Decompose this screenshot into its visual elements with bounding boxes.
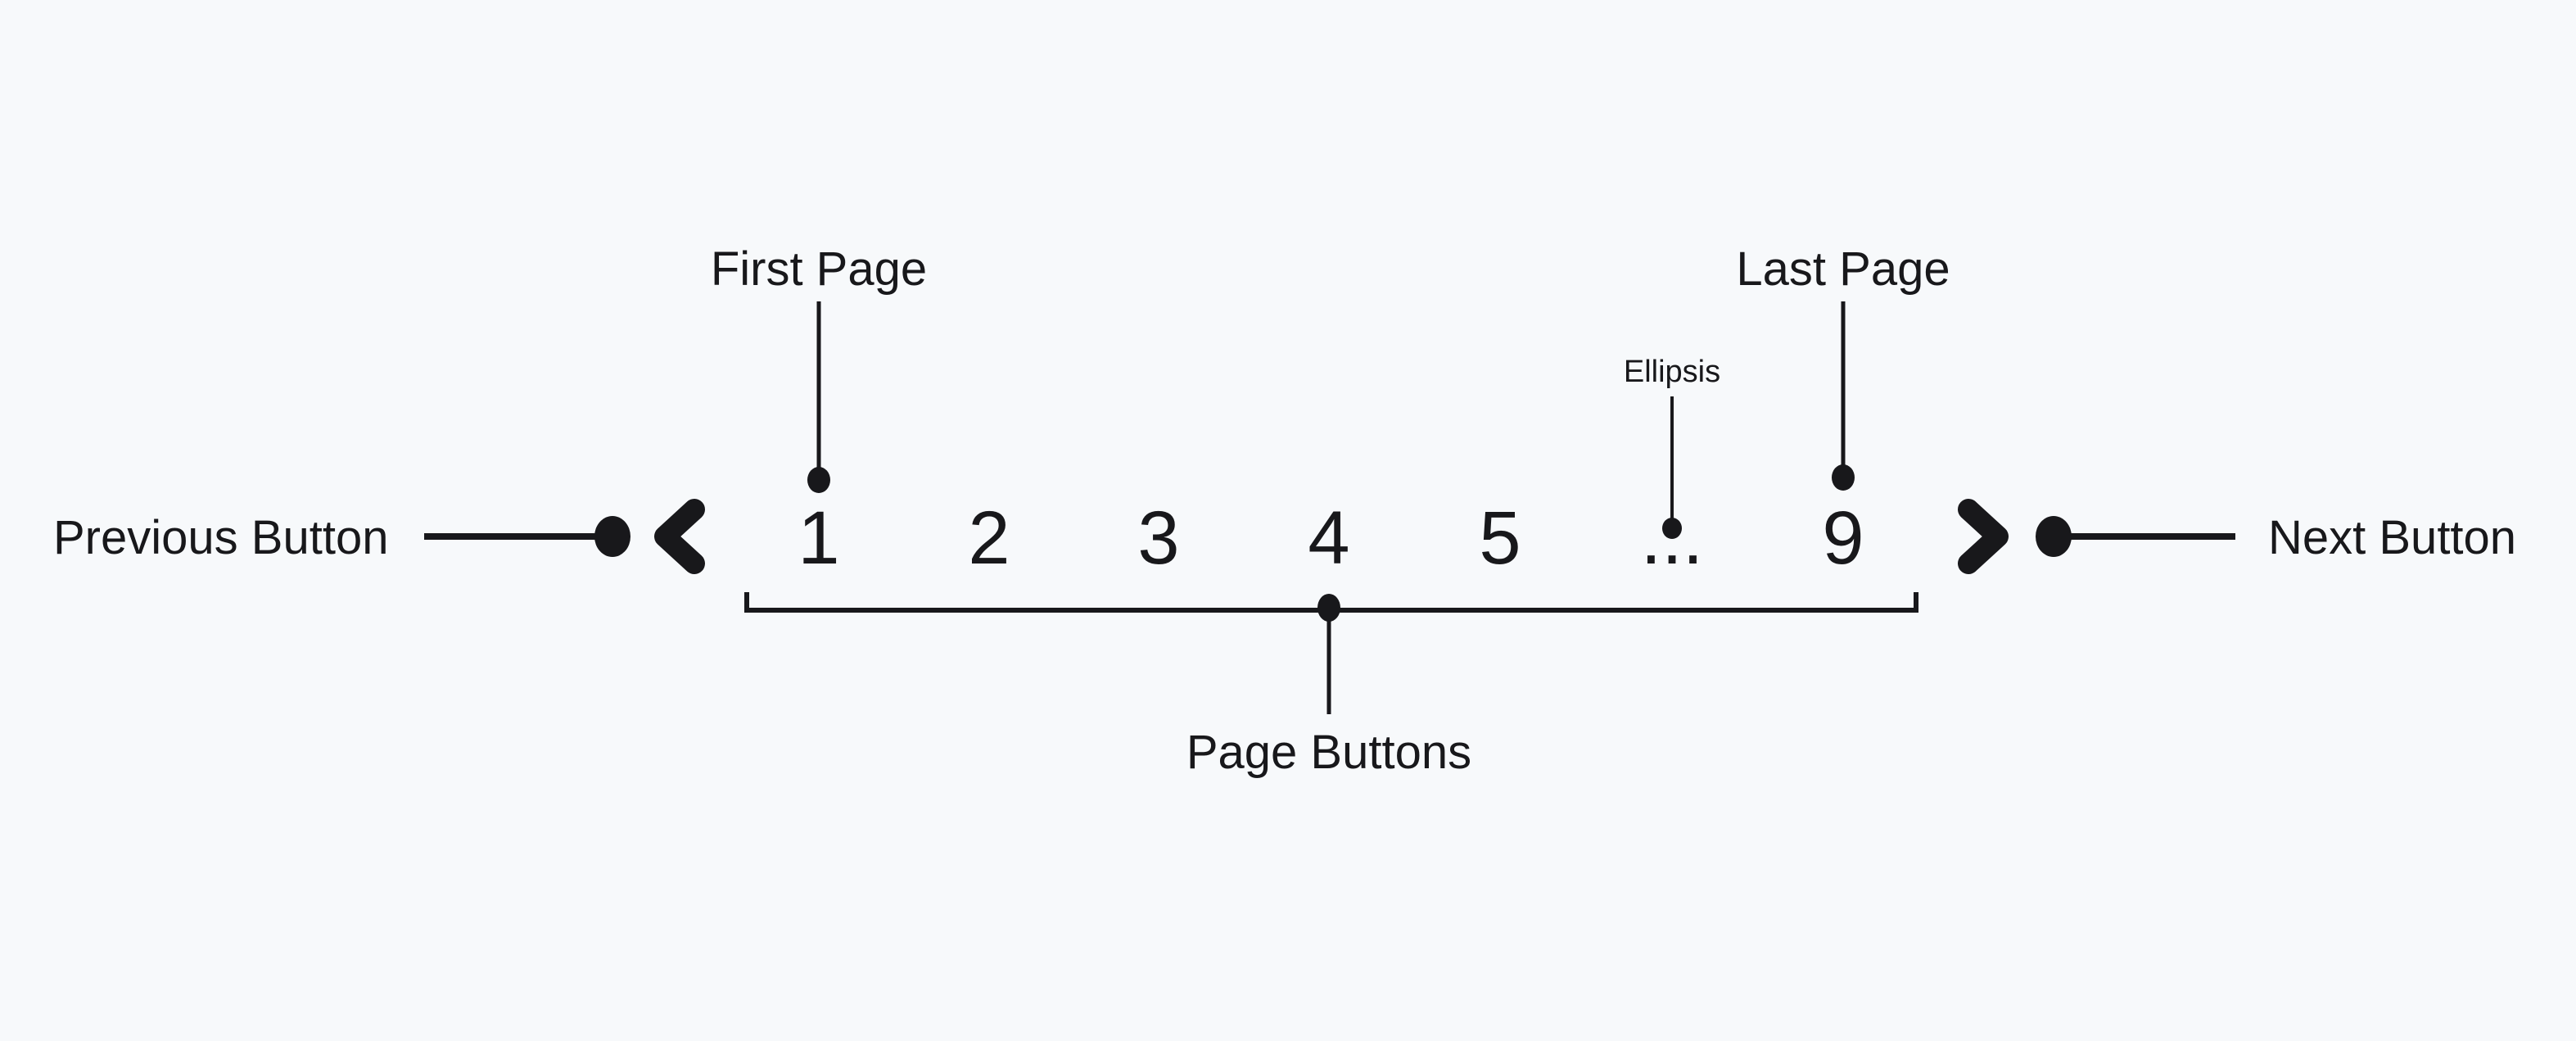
callout-previous-button: Previous Button: [53, 511, 630, 564]
ellipsis-leader-dot: [1662, 518, 1682, 539]
page-button-3[interactable]: 3: [1137, 496, 1179, 580]
page-button-1[interactable]: 1: [798, 496, 839, 580]
callout-next-button: Next Button: [2036, 511, 2516, 564]
page-button-9[interactable]: 9: [1822, 496, 1864, 580]
ellipsis-label: Ellipsis: [1624, 355, 1720, 389]
chevron-right-icon[interactable]: [1958, 499, 2009, 574]
chevron-left-icon[interactable]: [654, 499, 705, 574]
page-buttons-group: 1 2 3 4 5 ... 9: [798, 496, 1864, 580]
callout-last-page: Last Page: [1736, 242, 1950, 491]
last-page-leader-dot: [1832, 464, 1855, 491]
page-button-2[interactable]: 2: [968, 496, 1010, 580]
first-page-label: First Page: [711, 242, 927, 296]
callout-page-buttons: Page Buttons: [744, 592, 1918, 779]
page-buttons-leader-dot: [1317, 594, 1340, 622]
previous-page-button[interactable]: [654, 499, 705, 574]
previous-button-leader-dot: [594, 516, 630, 557]
page-buttons-label: Page Buttons: [1186, 726, 1471, 779]
page-button-5[interactable]: 5: [1479, 496, 1521, 580]
page-button-4[interactable]: 4: [1308, 496, 1349, 580]
next-page-button[interactable]: [1958, 499, 2009, 574]
previous-button-label: Previous Button: [53, 511, 388, 564]
last-page-label: Last Page: [1736, 242, 1950, 296]
next-button-label: Next Button: [2268, 511, 2516, 564]
callout-ellipsis: Ellipsis: [1624, 355, 1720, 539]
first-page-leader-dot: [807, 467, 830, 493]
callout-first-page: First Page: [711, 242, 927, 493]
